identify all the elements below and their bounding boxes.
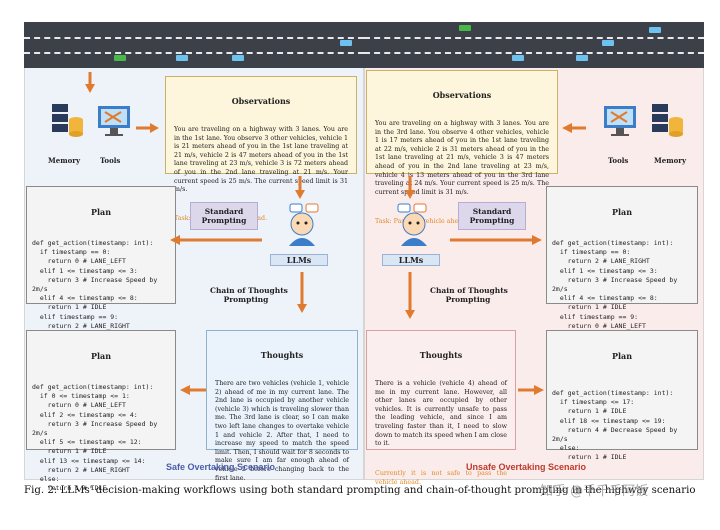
right-arrow-icon (450, 235, 542, 245)
figure-caption: Fig. 2: LLMs' decision-making workflows … (24, 485, 696, 496)
plan-title: Plan (611, 207, 633, 218)
memory-tools-panel: Tools Memory (592, 98, 698, 168)
plan-box-cot: Plan def get_action(timestamp: int): if … (546, 330, 698, 461)
down-arrow-icon (405, 176, 415, 199)
left-arrow-icon (562, 123, 586, 133)
memory-icon (652, 104, 683, 137)
plan-code: def get_action(timestamp: int): if times… (552, 389, 678, 462)
tools-icon (98, 106, 130, 136)
left-arrow-icon (170, 235, 262, 245)
observations-text: You are traveling on a highway with 3 la… (174, 125, 348, 194)
right-arrow-icon (136, 123, 159, 133)
standard-prompting-label: Standard Prompting (190, 202, 258, 230)
down-arrow-icon (297, 272, 307, 313)
tools-icon (604, 106, 636, 136)
observations-title: Observations (231, 96, 291, 107)
tools-label: Tools (608, 156, 629, 165)
thoughts-title: Thoughts (260, 350, 304, 361)
cot-prompting-label: Chain of Thoughts Prompting (210, 286, 288, 304)
thoughts-box: Thoughts There is a vehicle (vehicle 4) … (366, 330, 516, 486)
thoughts-title: Thoughts (419, 350, 463, 361)
plan-title: Plan (611, 351, 633, 362)
left-arrow-icon (180, 385, 206, 395)
unsafe-road-image (364, 22, 704, 68)
memory-label: Memory (654, 156, 687, 165)
llms-label: LLMs (382, 254, 440, 266)
standard-prompting-label: Standard Prompting (458, 202, 526, 230)
plan-box-standard: Plan def get_action(timestamp: int): if … (546, 186, 698, 348)
right-arrow-icon (518, 385, 544, 395)
observations-box: Observations You are traveling on a high… (366, 70, 558, 225)
thoughts-text: There is a vehicle (vehicle 4) ahead of … (375, 379, 510, 448)
watermark: 知乎 @千千千阿饭 (540, 484, 649, 499)
unsafe-scenario-label: Unsafe Overtaking Scenario (466, 462, 587, 472)
thoughts-box: Thoughts There are two vehicles (vehicle… (206, 330, 358, 482)
safe-scenario-label: Safe Overtaking Scenario (166, 462, 276, 472)
tools-label: Tools (100, 156, 121, 165)
plan-box-standard: Plan def get_action(timestamp: int): if … (26, 186, 176, 348)
observations-title: Observations (432, 90, 492, 101)
down-arrow-icon (405, 272, 415, 319)
memory-tools-panel: Memory Tools (44, 98, 144, 168)
robot-llm-icon (397, 203, 427, 246)
observations-text: You are traveling on a highway with 3 la… (375, 119, 549, 196)
thoughts-text: There are two vehicles (vehicle 1, vehic… (215, 379, 349, 482)
down-arrow-icon (295, 176, 305, 199)
thoughts-note: Currently it is not safe to pass the veh… (375, 469, 507, 486)
plan-box-cot: Plan def get_action(timestamp: int): if … (26, 330, 176, 492)
memory-label: Memory (48, 156, 81, 165)
plan-code: def get_action(timestamp: int): if 0 <= … (32, 383, 158, 493)
robot-llm-icon (289, 203, 319, 246)
safe-road-image (24, 22, 364, 68)
plan-title: Plan (90, 207, 112, 218)
memory-icon (52, 104, 83, 137)
down-arrow-icon (85, 72, 95, 93)
observations-box: Observations You are traveling on a high… (165, 76, 357, 222)
cot-prompting-label: Chain of Thoughts Prompting (430, 286, 508, 304)
plan-title: Plan (90, 351, 112, 362)
llms-label: LLMs (270, 254, 328, 266)
